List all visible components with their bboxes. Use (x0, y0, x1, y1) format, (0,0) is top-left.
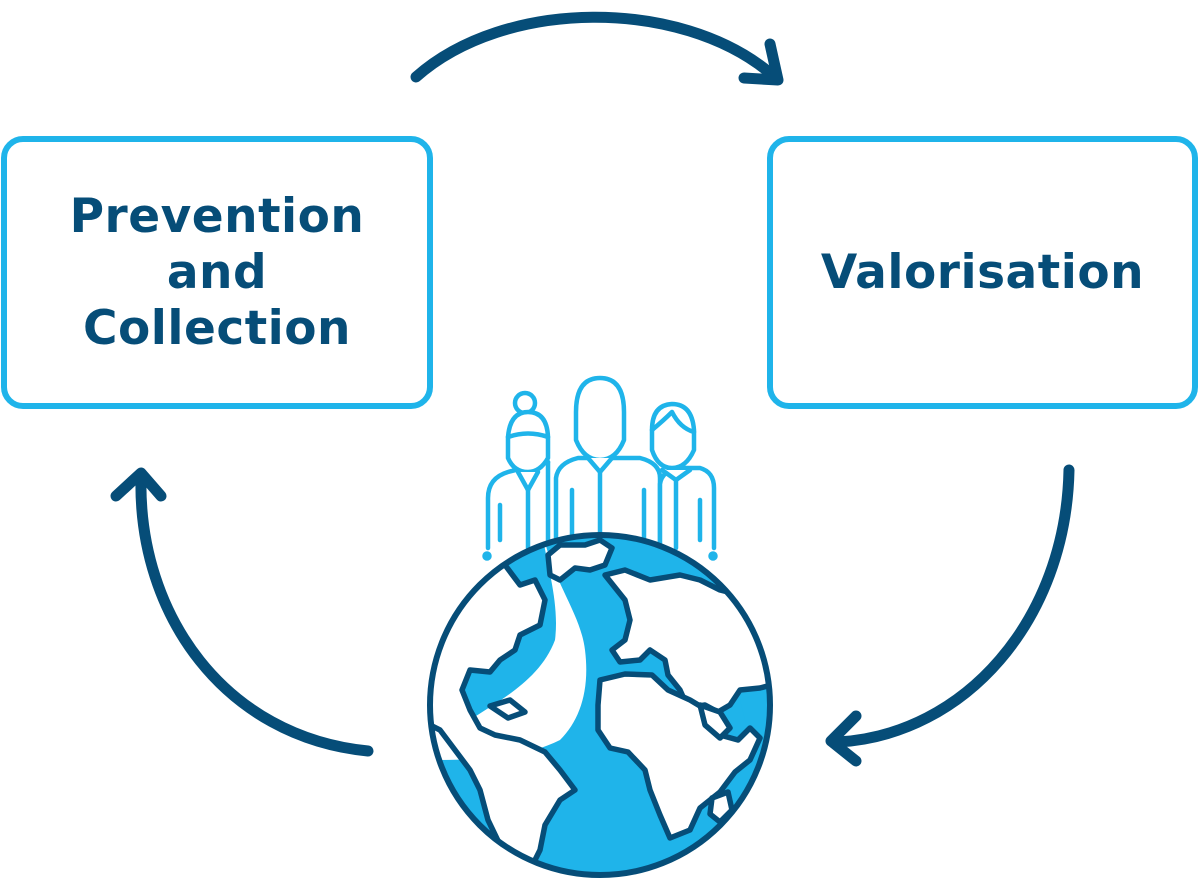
node-label-valorisation: Valorisation (821, 245, 1144, 301)
arrow-top-icon (410, 11, 784, 86)
person-middle-icon (553, 375, 663, 551)
node-prevention-collection: Prevention and Collection (1, 136, 433, 409)
person-right-icon (649, 401, 718, 561)
globe-icon (427, 532, 773, 878)
people-icon (482, 375, 718, 561)
node-label-line: Collection (82, 300, 352, 356)
arrow-right-icon (825, 464, 1075, 767)
node-valorisation: Valorisation (767, 136, 1198, 409)
person-left-icon (482, 390, 551, 561)
arrow-left-icon (110, 467, 374, 757)
cycle-arrows (110, 11, 1075, 767)
node-label-prevention-collection: Prevention and Collection (70, 189, 365, 357)
node-label-line: Prevention (69, 188, 365, 244)
node-label-line: and (166, 244, 268, 300)
node-label-line: Valorisation (820, 244, 1145, 300)
